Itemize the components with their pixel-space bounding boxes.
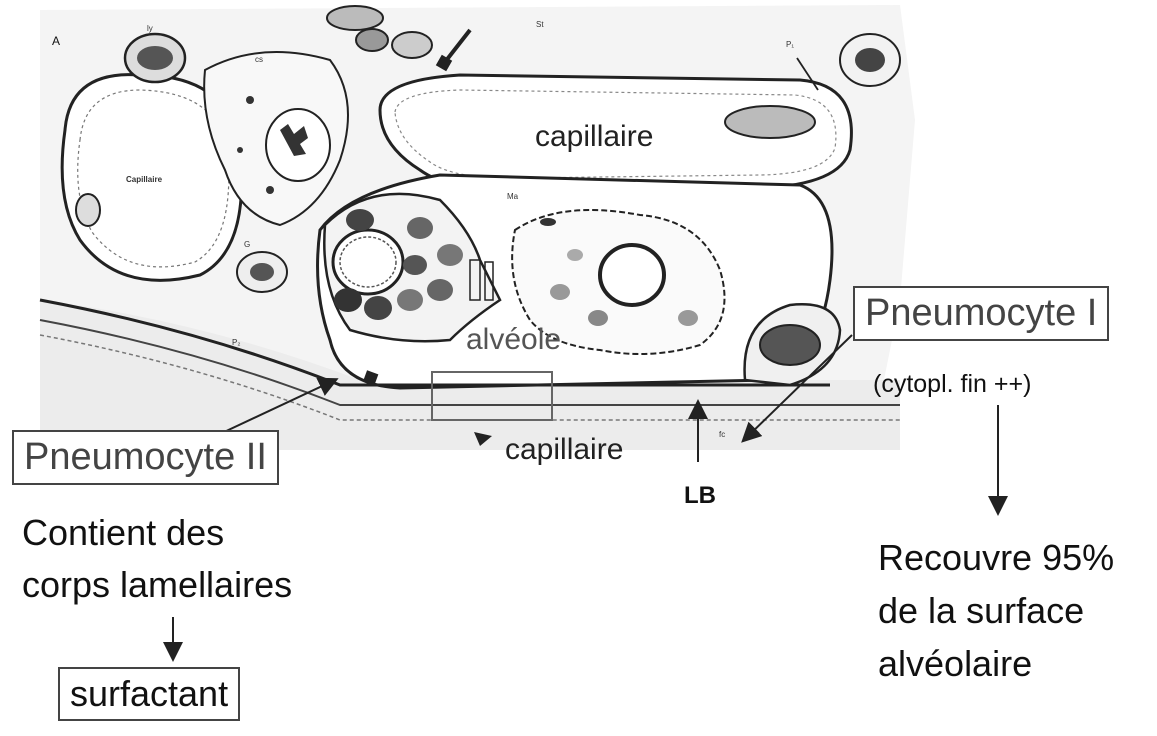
micro-label-ma: Ma (507, 192, 518, 201)
surfactant-label: surfactant (58, 667, 240, 721)
micro-label-p1-top: P₁ (786, 40, 794, 49)
p1-description-line-3: alvéolaire (878, 641, 1032, 687)
pneumocyte-1-label: Pneumocyte I (853, 286, 1109, 341)
micro-label-fc: fc (719, 430, 725, 439)
p1-description-line-2: de la surface (878, 588, 1084, 634)
micro-label-capillaire: Capillaire (126, 175, 162, 184)
p1-description-line-1: Recouvre 95% (878, 535, 1114, 581)
capillaire-top-label: capillaire (535, 120, 653, 154)
panel-letter: A (52, 34, 60, 48)
pneumocyte-1-note: (cytopl. fin ++) (873, 370, 1031, 399)
micro-label-cs: cs (255, 55, 263, 64)
lb-label: LB (684, 482, 716, 510)
top-right-cell (840, 34, 900, 86)
lymphocyte-cell (125, 34, 185, 82)
alveole-label: alvéole (466, 323, 561, 357)
p2-description-line-1: Contient des (22, 510, 224, 556)
capillaire-bottom-label: capillaire (505, 433, 623, 467)
small-cell-g (237, 252, 287, 292)
p2-description-line-2: corps lamellaires (22, 562, 292, 608)
micro-label-ly: ly (147, 24, 153, 33)
micro-label-st: St (536, 20, 544, 29)
micro-label-p2: P₂ (232, 338, 240, 347)
micro-label-g: G (244, 240, 250, 249)
pneumocyte-2-label: Pneumocyte II (12, 430, 279, 485)
